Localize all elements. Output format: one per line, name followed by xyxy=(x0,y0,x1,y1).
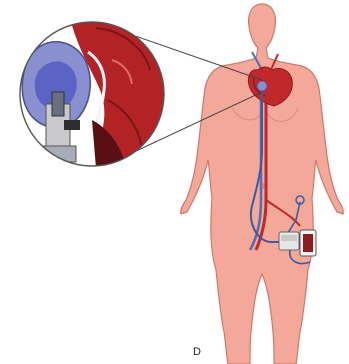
panel-label: D xyxy=(193,346,201,358)
